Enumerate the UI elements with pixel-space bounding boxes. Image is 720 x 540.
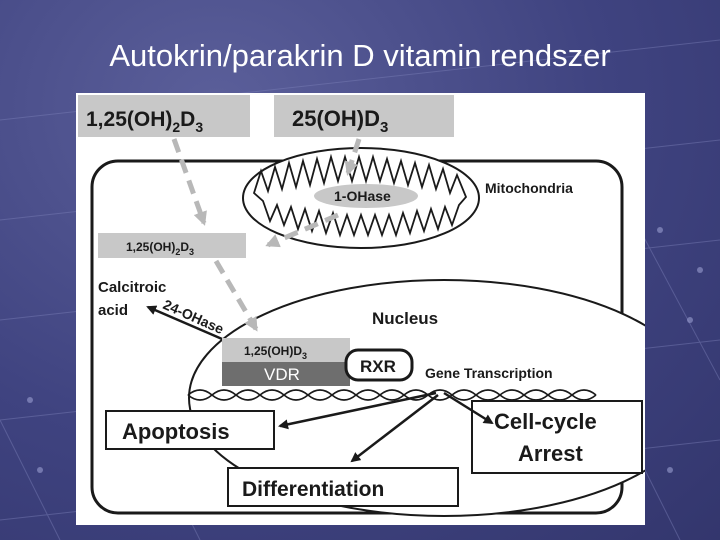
cell-cycle-line1: Cell-cycle — [494, 409, 597, 434]
vdr-label: VDR — [264, 365, 300, 384]
dashed-arrow-to-nucleus — [216, 261, 256, 329]
hormone-main-tail: D — [180, 108, 195, 131]
hormone-cyto-tail: D — [180, 240, 189, 254]
precursor-sub: 3 — [380, 119, 388, 136]
enzyme-1ohase: 1-OHase — [334, 188, 391, 204]
precursor-text: 25(OH)D — [292, 106, 380, 131]
rxr-label: RXR — [360, 357, 396, 376]
gene-transcription-label: Gene Transcription — [425, 365, 553, 381]
svg-text:1,25(OH)2D3: 1,25(OH)2D3 — [86, 108, 203, 135]
calcitroic-line1: Calcitroic — [98, 279, 166, 296]
diagram-canvas: 1,25(OH)2D3 25(OH)D3 1-OHase Mitochondri… — [76, 93, 645, 525]
nucleus-label: Nucleus — [372, 309, 438, 328]
differentiation-label: Differentiation — [242, 478, 384, 501]
dashed-arrow-to-cyto — [174, 139, 204, 223]
hormone-main-sub2: 3 — [195, 119, 203, 135]
hormone-nuclear-text: 1,25(OH)D — [244, 344, 302, 358]
hormone-main-sub1: 2 — [172, 119, 180, 135]
vitamin-d-diagram: 1,25(OH)2D3 25(OH)D3 1-OHase Mitochondri… — [76, 93, 645, 525]
apoptosis-label: Apoptosis — [122, 419, 230, 444]
hormone-cyto-text: 1,25(OH) — [126, 240, 175, 254]
mitochondria-label: Mitochondria — [485, 180, 573, 196]
cell-cycle-line2: Arrest — [518, 441, 583, 466]
hormone-main-text: 1,25(OH) — [86, 108, 172, 131]
hormone-nuclear-sub: 3 — [302, 351, 307, 361]
hormone-cyto-sub2: 3 — [189, 247, 194, 257]
slide-title: Autokrin/parakrin D vitamin rendszer — [0, 38, 720, 74]
calcitroic-line2: acid — [98, 302, 128, 319]
